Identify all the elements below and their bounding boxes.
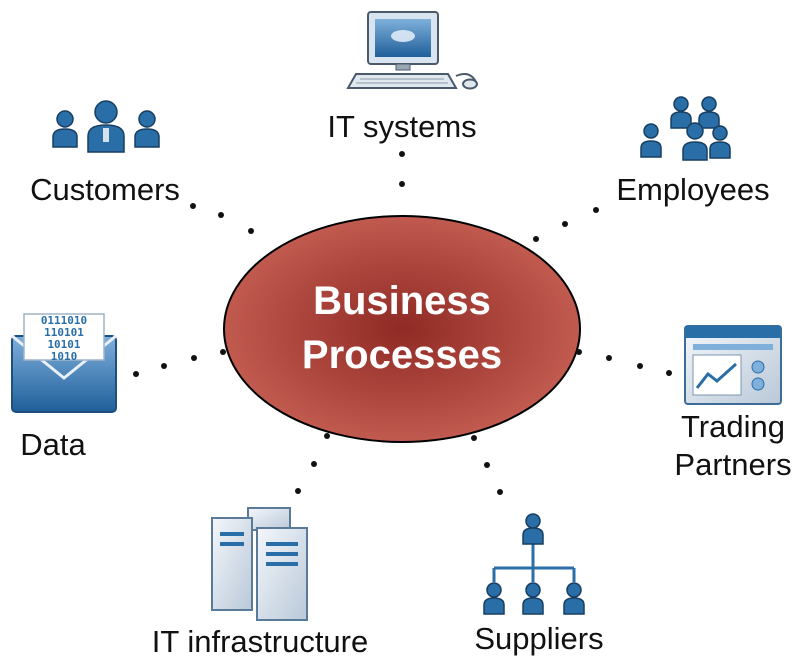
employees-label: Employees: [616, 172, 769, 207]
node-it-infrastructure: IT infrastructure: [152, 507, 369, 659]
binary-envelope-icon: 0111010 110101 10101 1010: [11, 313, 117, 413]
it-infrastructure-label: IT infrastructure: [152, 624, 369, 659]
node-trading-partners: Trading Partners: [674, 325, 792, 482]
svg-text:10101: 10101: [47, 338, 80, 351]
connector-dot: [576, 349, 582, 355]
connector-dot: [606, 355, 612, 361]
hub-title-line1: Business: [313, 279, 491, 323]
svg-text:1010: 1010: [51, 350, 78, 363]
business-processes-hub: Business Processes: [223, 215, 581, 443]
org-chart-icon: [483, 513, 585, 615]
connector-dot: [593, 207, 599, 213]
connector-dot: [190, 203, 196, 209]
connector-dot: [637, 363, 643, 369]
connector-dot: [295, 488, 301, 494]
node-employees: Employees: [616, 96, 770, 207]
connector-trading-partners: [576, 349, 672, 376]
trading-partners-label-line1: Trading: [681, 409, 785, 444]
svg-text:0111010: 0111010: [41, 314, 87, 327]
suppliers-label: Suppliers: [474, 621, 603, 656]
connector-dot: [562, 221, 568, 227]
connector-dot: [161, 363, 167, 369]
computer-icon: [346, 11, 478, 90]
connector-dot: [191, 355, 197, 361]
connector-it-infrastructure: [295, 433, 330, 494]
node-data: 0111010 110101 10101 1010 Data: [11, 313, 117, 462]
it-systems-label: IT systems: [327, 109, 476, 144]
connector-dot: [311, 461, 317, 467]
node-customers: Customers: [30, 100, 180, 207]
connector-dot: [497, 489, 503, 495]
connector-it-systems: [399, 151, 405, 187]
connector-dot: [248, 228, 254, 234]
connector-data: [133, 349, 226, 377]
node-it-systems: IT systems: [327, 11, 478, 144]
connector-dot: [399, 181, 405, 187]
connector-suppliers: [471, 435, 503, 495]
connector-employees: [533, 207, 599, 242]
connector-customers: [190, 203, 254, 234]
hub-title-line2: Processes: [302, 333, 502, 377]
connector-dot: [399, 151, 405, 157]
browser-window-icon: [684, 325, 782, 405]
connector-dot: [220, 349, 226, 355]
svg-text:110101: 110101: [44, 326, 84, 339]
connector-dot: [533, 236, 539, 242]
connector-dot: [133, 371, 139, 377]
employee-group-icon: [640, 96, 731, 161]
connector-dot: [484, 462, 490, 468]
connector-dot: [324, 433, 330, 439]
connector-dot: [471, 435, 477, 441]
customers-label: Customers: [30, 172, 180, 207]
trading-partners-label-line2: Partners: [674, 447, 791, 482]
server-rack-icon: [211, 507, 308, 621]
hub-ellipse: [223, 215, 581, 443]
data-label: Data: [20, 427, 86, 462]
connector-dot: [218, 212, 224, 218]
node-suppliers: Suppliers: [474, 513, 604, 656]
customer-group-icon: [52, 100, 160, 153]
connector-dot: [666, 370, 672, 376]
